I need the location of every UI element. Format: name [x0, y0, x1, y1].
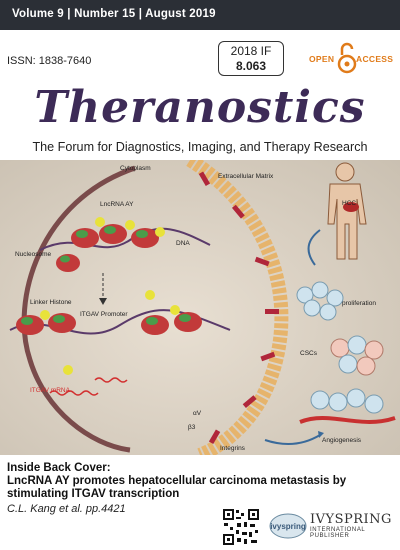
- label-hcc: HCC: [342, 200, 356, 207]
- ivyspring-logo-icon: ivyspring: [269, 513, 307, 539]
- issue-info: Volume 9 | Number 15 | August 2019: [12, 8, 216, 20]
- proliferation-cells: [296, 281, 344, 321]
- open-lock-icon: [337, 42, 357, 74]
- blood-vessel: [299, 416, 396, 424]
- publisher-title: IVYSPRING: [310, 512, 392, 527]
- journal-title: Theranostics: [34, 82, 366, 133]
- mrna-strand-2: [94, 377, 128, 383]
- cover-caption: Inside Back Cover: LncRNA AY promotes he…: [7, 462, 397, 515]
- label-alphav: αV: [193, 410, 202, 417]
- label-cscs: CSCs: [300, 350, 318, 357]
- publisher-subtitle: INTERNATIONAL PUBLISHER: [310, 527, 366, 539]
- label-angiogenesis: Angiogenesis: [322, 437, 362, 444]
- label-cytoplasm: Cytoplasm: [120, 165, 151, 172]
- top-bar: Volume 9 | Number 15 | August 2019: [0, 0, 400, 30]
- caption-title: LncRNA AY promotes hepatocellular carcin…: [7, 475, 347, 500]
- open-access-logo: OPEN ACCESS: [309, 41, 395, 77]
- caption-authors: C.L. Kang et al. pp.4421: [7, 503, 126, 515]
- label-mrna: ITGAV mRNA: [30, 387, 71, 394]
- label-dna: DNA: [176, 240, 190, 247]
- issn: ISSN: 1838-7640: [7, 55, 92, 67]
- flow-arrow-head: [318, 431, 324, 438]
- label-lncrna: LncRNA AY: [100, 201, 134, 208]
- caption-heading: Inside Back Cover:: [7, 462, 111, 474]
- mrna-strand: [49, 390, 99, 396]
- flow-arrow: [264, 434, 321, 445]
- label-integrins: Integrins: [220, 445, 246, 452]
- label-promoter: ITGAV Promoter: [80, 311, 128, 318]
- label-proliferation: proliferation: [342, 300, 376, 307]
- flow-arrow-2: [307, 229, 321, 266]
- liver-icon: [343, 202, 359, 212]
- ivyspring-logo-text: ivyspring: [270, 522, 306, 531]
- nuclear-membrane: [21, 165, 136, 453]
- open-access-open: OPEN: [309, 54, 335, 64]
- angiogenesis-cells: [299, 388, 396, 424]
- label-nucleosome: Nucleosome: [15, 251, 52, 258]
- impact-factor-box: 2018 IF 8.063: [218, 41, 284, 76]
- publisher-name: IVYSPRING INTERNATIONAL PUBLISHER: [310, 512, 400, 539]
- human-body-icon: [327, 162, 367, 260]
- dna-strand-top: [39, 227, 211, 251]
- cover-illustration: Cytoplasm Extracellular Matrix LncRNA AY…: [0, 160, 400, 455]
- nucleosomes-bottom: [16, 312, 202, 335]
- open-access-access: ACCESS: [356, 54, 394, 64]
- impact-factor-label: 2018 IF: [230, 44, 272, 58]
- arrow-head: [99, 298, 107, 305]
- label-linker: Linker Histone: [30, 299, 72, 306]
- impact-factor-value: 8.063: [235, 59, 267, 73]
- linker-histones: [40, 217, 180, 375]
- qr-code-icon: [222, 508, 260, 546]
- label-beta3: β3: [188, 424, 196, 431]
- journal-subtitle: The Forum for Diagnostics, Imaging, and …: [32, 140, 368, 154]
- integrin-receptors: [198, 171, 279, 445]
- nucleosomes-top: [56, 224, 159, 272]
- cell-membrane: [186, 160, 289, 455]
- label-extracellular: Extracellular Matrix: [218, 173, 274, 180]
- csc-cells: [330, 335, 384, 376]
